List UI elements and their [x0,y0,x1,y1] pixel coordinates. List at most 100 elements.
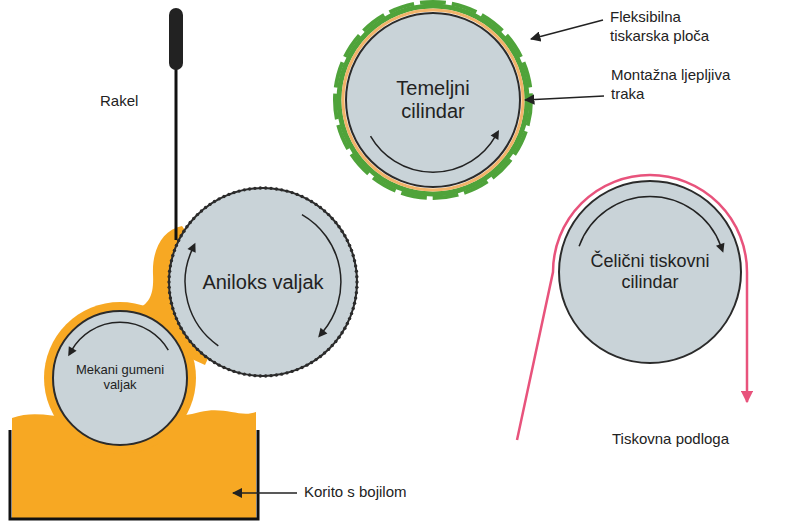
leader-arrow [531,20,603,39]
anilox-cell [168,270,171,273]
anilox-cell [264,374,267,377]
anilox-cell [192,217,195,220]
impression-cylinder: Čelični tiskovni cilindar [558,180,742,364]
anilox-cell [343,327,346,330]
anilox-cell [248,187,251,190]
anilox-cell [314,358,317,361]
leader-arrow [525,96,604,100]
anilox-cell [204,206,207,209]
anilox-cell [305,197,308,200]
anilox-cell [269,374,272,377]
rotation-arrowhead [187,243,195,253]
anilox-cell [319,355,322,358]
anilox-cell [269,187,272,190]
anilox-cell [243,372,246,375]
anilox-cell [350,312,353,315]
roller-body [559,181,741,363]
anilox-cell [227,193,230,196]
anilox-cell [213,200,216,203]
rotation-arrowhead [68,346,76,356]
rotation-arrow [185,249,218,346]
anilox-cell [323,209,326,212]
roller-body [169,188,357,376]
anilox-cell [253,374,256,377]
anilox-cell [169,264,172,267]
anilox-cell [264,186,267,189]
anilox-cell [192,344,195,347]
anilox-cell [305,363,308,366]
anilox-cell [355,270,358,273]
roller-name: Mekani gumeni valjak [73,363,168,393]
anilox-cell [337,225,340,228]
anilox-cell [334,340,337,343]
anilox-cell [177,239,180,242]
anilox-cell [175,244,178,247]
anilox-cell [227,368,230,371]
anilox-cell [185,336,188,339]
anilox-cell [285,371,288,374]
roller-name: Čelični tiskovni cilindar [568,251,733,292]
anilox-cell [237,189,240,192]
anilox-cell [175,317,178,320]
anilox-cell [331,344,334,347]
anilox-cell [259,186,262,189]
doctor-blade-holder [169,8,183,70]
plate-cylinder: Temeljni cilindar [345,12,521,188]
anilox-cell [310,361,313,364]
anilox-cell [217,197,220,200]
anilox-cell [177,322,180,325]
anilox-cell [327,213,330,216]
anilox-cell [280,188,283,191]
anilox-cell [275,373,278,376]
anilox-cell [280,372,283,375]
anilox-cell [167,275,170,278]
anilox-cell [222,195,225,198]
anilox-cell [169,296,172,299]
rotation-arrowhead [491,130,499,140]
anilox-cell [314,203,317,206]
anilox-cell [196,213,199,216]
soft-rubber-roller: Mekani gumeni valjak [52,310,188,446]
anilox-cell [310,200,313,203]
anilox-cell [275,187,278,190]
substrate-web [517,175,747,440]
anilox-cell [353,259,356,262]
anilox-cell [348,244,351,247]
flexible-plate-relief [335,2,531,198]
anilox-cell [300,366,303,369]
part-label: Montažna ljepljiva traka [611,66,731,104]
anilox-cell [290,191,293,194]
anilox-cell [168,291,171,294]
anilox-cell [340,229,343,232]
part-label: Rakel [100,92,138,111]
anilox-cell [354,296,357,299]
rotation-arrow [72,322,169,350]
anilox-cell [355,291,358,294]
anilox-cell [173,249,176,252]
anilox-cell [171,307,174,310]
leader-arrow [233,492,297,494]
part-label: Fleksibilna tiskarska ploča [610,8,730,46]
anilox-cell [213,361,216,364]
anilox-cell [208,203,211,206]
anilox-roller: Aniloks valjak [168,187,358,377]
anilox-cell [348,317,351,320]
anilox-cell [331,217,334,220]
anilox-cell [189,221,192,224]
anilox-cell [290,370,293,373]
anilox-cell [237,371,240,374]
anilox-cell [350,249,353,252]
anilox-cell [170,259,173,262]
anilox-cell [351,307,354,310]
anilox-cell [337,336,340,339]
doctor-blade [175,60,178,240]
anilox-cell [351,254,354,257]
anilox-cell [200,351,203,354]
mounting-tape [343,10,523,190]
anilox-cell [185,225,188,228]
anilox-cell [232,370,235,373]
anilox-cell [346,322,349,325]
anilox-cell [259,374,262,377]
anilox-cell [323,351,326,354]
part-label: Tiskovna podloga [612,430,729,449]
